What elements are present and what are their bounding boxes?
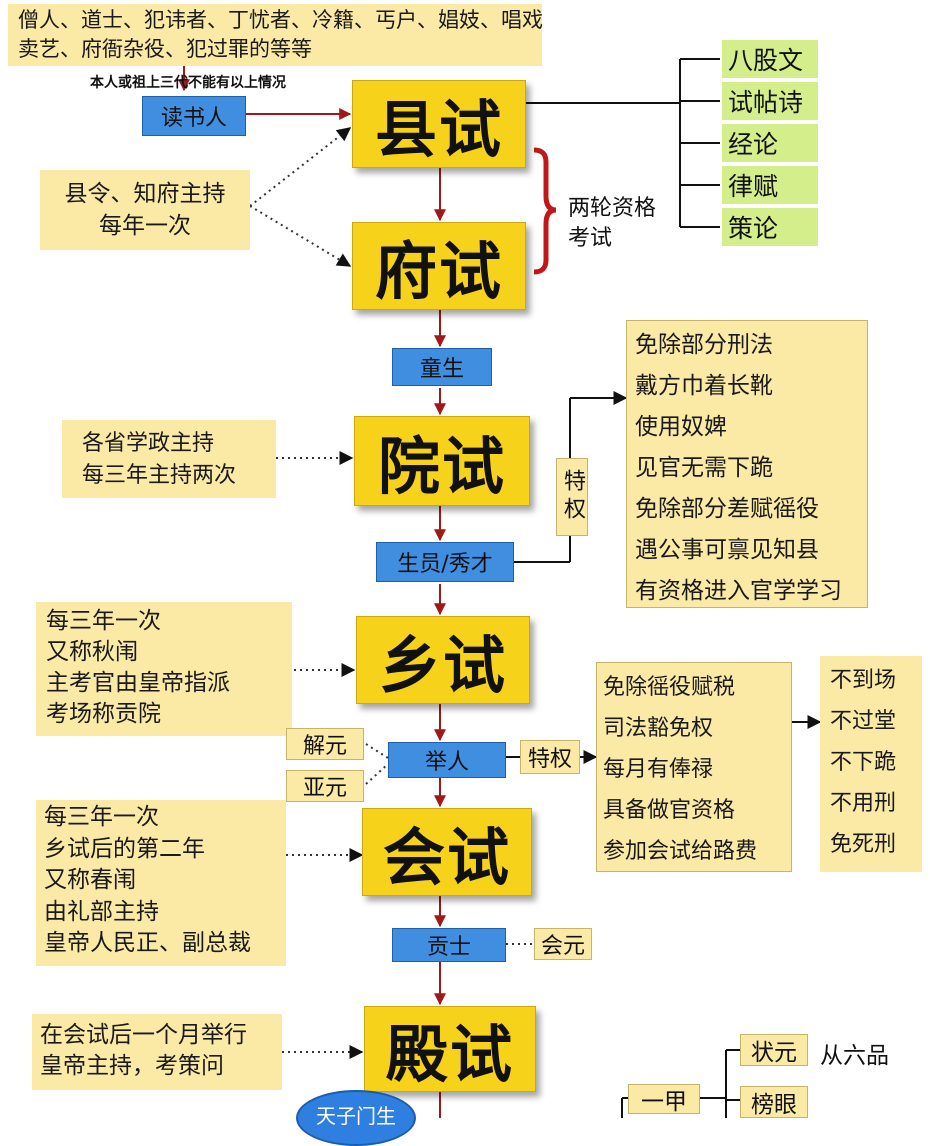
- rank-yijia: 一甲: [628, 1084, 700, 1115]
- stage-provincial-exam: 乡试: [356, 616, 530, 704]
- stage-prefecture-exam: 府试: [352, 222, 526, 310]
- immunity-item: 不用刑: [830, 791, 897, 816]
- privilege-item: 每月有俸禄: [603, 757, 714, 782]
- subject-tietieshi: 试帖诗: [722, 82, 818, 120]
- title-tongsheng: 童生: [392, 348, 492, 386]
- title-huiyuan: 会元: [534, 928, 592, 960]
- stage-academy-exam: 院试: [354, 416, 530, 506]
- label-line: 两轮资格: [568, 196, 657, 221]
- note-line: 乡试后的第二年: [44, 835, 205, 862]
- immunity-item: 免死刑: [830, 832, 897, 857]
- note-line: 皇帝人民正、副总裁: [44, 930, 251, 956]
- note-line: 在会试后一个月举行: [40, 1022, 247, 1048]
- title-gongshi: 贡士: [392, 928, 506, 962]
- county-exam-note: 县令、知府主持 每年一次: [40, 170, 250, 250]
- note-line: 县令、知府主持: [64, 181, 226, 207]
- privilege-item: 免除部分刑法: [635, 332, 773, 358]
- rank-bangyan: 榜眼: [740, 1086, 808, 1118]
- privilege-item: 具备做官资格: [603, 798, 736, 823]
- privilege-item: 司法豁免权: [603, 716, 714, 741]
- privilege-item: 免除徭役赋税: [603, 675, 736, 700]
- judicial-immunity-list: 不到场 不过堂 不下跪 不用刑 免死刑: [820, 656, 922, 872]
- note-line: 考场称贡院: [46, 701, 161, 727]
- note-line: 又称春闱: [44, 867, 136, 893]
- title-shengyuan: 生员/秀才: [376, 542, 514, 582]
- subject-jinglun: 经论: [722, 124, 818, 162]
- note-line: 各省学政主持: [82, 431, 215, 456]
- rank-grade-label: 从六品: [820, 1043, 889, 1069]
- note-line: 卖艺、府衙杂役、犯过罪的等等: [18, 37, 312, 61]
- immunity-item: 不下跪: [830, 750, 897, 775]
- shengyuan-privileges-list: 免除部分刑法 戴方巾着长靴 使用奴婢 见官无需下跪 免除部分差赋徭役 遇公事可禀…: [626, 320, 868, 608]
- immunity-item: 不到场: [830, 668, 897, 693]
- privilege-label-juren: 特权: [520, 740, 580, 774]
- two-rounds-bracket: [533, 147, 557, 275]
- note-line: 僧人、道士、犯讳者、丁忧者、冷籍、丐户、娼妓、唱戏: [18, 8, 543, 32]
- title-juren: 举人: [388, 742, 506, 778]
- privilege-item: 戴方巾着长靴: [635, 373, 773, 399]
- two-rounds-label: 两轮资格 考试: [568, 194, 656, 254]
- scholar-box: 读书人: [142, 96, 246, 136]
- privilege-item: 免除部分差赋徭役: [635, 496, 819, 522]
- note-line: 又称秋闱: [46, 639, 138, 665]
- privilege-item: 见官无需下跪: [635, 455, 773, 481]
- stage-county-exam: 县试: [352, 80, 526, 168]
- palace-exam-note: 在会试后一个月举行 皇帝主持，考策问: [32, 1014, 282, 1090]
- note-line: 每三年一次: [46, 608, 161, 634]
- subject-baguwen: 八股文: [722, 40, 818, 78]
- privilege-item: 使用奴婢: [635, 414, 727, 440]
- excluded-groups-note: 僧人、道士、犯讳者、丁忧者、冷籍、丐户、娼妓、唱戏 卖艺、府衙杂役、犯过罪的等等: [8, 4, 543, 66]
- note-line: 每三年主持两次: [82, 463, 237, 488]
- privilege-item: 参加会试给路费: [603, 839, 758, 864]
- academy-exam-note: 各省学政主持 每三年主持两次: [62, 420, 276, 498]
- title-jieyuan: 解元: [286, 728, 364, 760]
- note-line: 皇帝主持，考策问: [40, 1053, 224, 1079]
- privilege-label-shengyuan: 特权: [556, 458, 588, 536]
- provincial-exam-note: 每三年一次 又称秋闱 主考官由皇帝指派 考场称贡院: [36, 602, 292, 736]
- stage-palace-exam: 殿试: [364, 1006, 536, 1092]
- rank-zhuangyuan: 状元: [740, 1034, 808, 1066]
- title-yayuan: 亚元: [286, 770, 364, 802]
- juren-privileges-list: 免除徭役赋税 司法豁免权 每月有俸禄 具备做官资格 参加会试给路费: [596, 662, 792, 872]
- note-line: 由礼部主持: [44, 898, 159, 925]
- stage-metropolitan-exam: 会试: [362, 808, 532, 896]
- note-line: 每三年一次: [44, 804, 159, 830]
- privilege-item: 遇公事可禀见知县: [635, 537, 819, 563]
- ancestry-caption: 本人或祖上三代不能有以上情况: [90, 75, 286, 91]
- immunity-item: 不过堂: [830, 709, 897, 734]
- note-line: 主考官由皇帝指派: [46, 670, 230, 696]
- privilege-item: 有资格进入官学学习: [635, 578, 842, 604]
- privilege-label-text: 特权: [560, 469, 585, 525]
- subjects-tree: [526, 58, 720, 228]
- connector-layer: [178, 58, 822, 1118]
- subject-lvfu: 律赋: [722, 166, 818, 204]
- note-line: 每年一次: [99, 213, 191, 239]
- dotted-connectors: [249, 127, 534, 1059]
- subject-celun: 策论: [722, 208, 818, 246]
- badge-text: 天子门生: [316, 1104, 396, 1128]
- label-line: 考试: [568, 226, 613, 251]
- metropolitan-exam-note: 每三年一次 乡试后的第二年 又称春闱 由礼部主持 皇帝人民正、副总裁: [36, 800, 286, 966]
- title-tianzi-badge: 天子门生: [296, 1090, 416, 1146]
